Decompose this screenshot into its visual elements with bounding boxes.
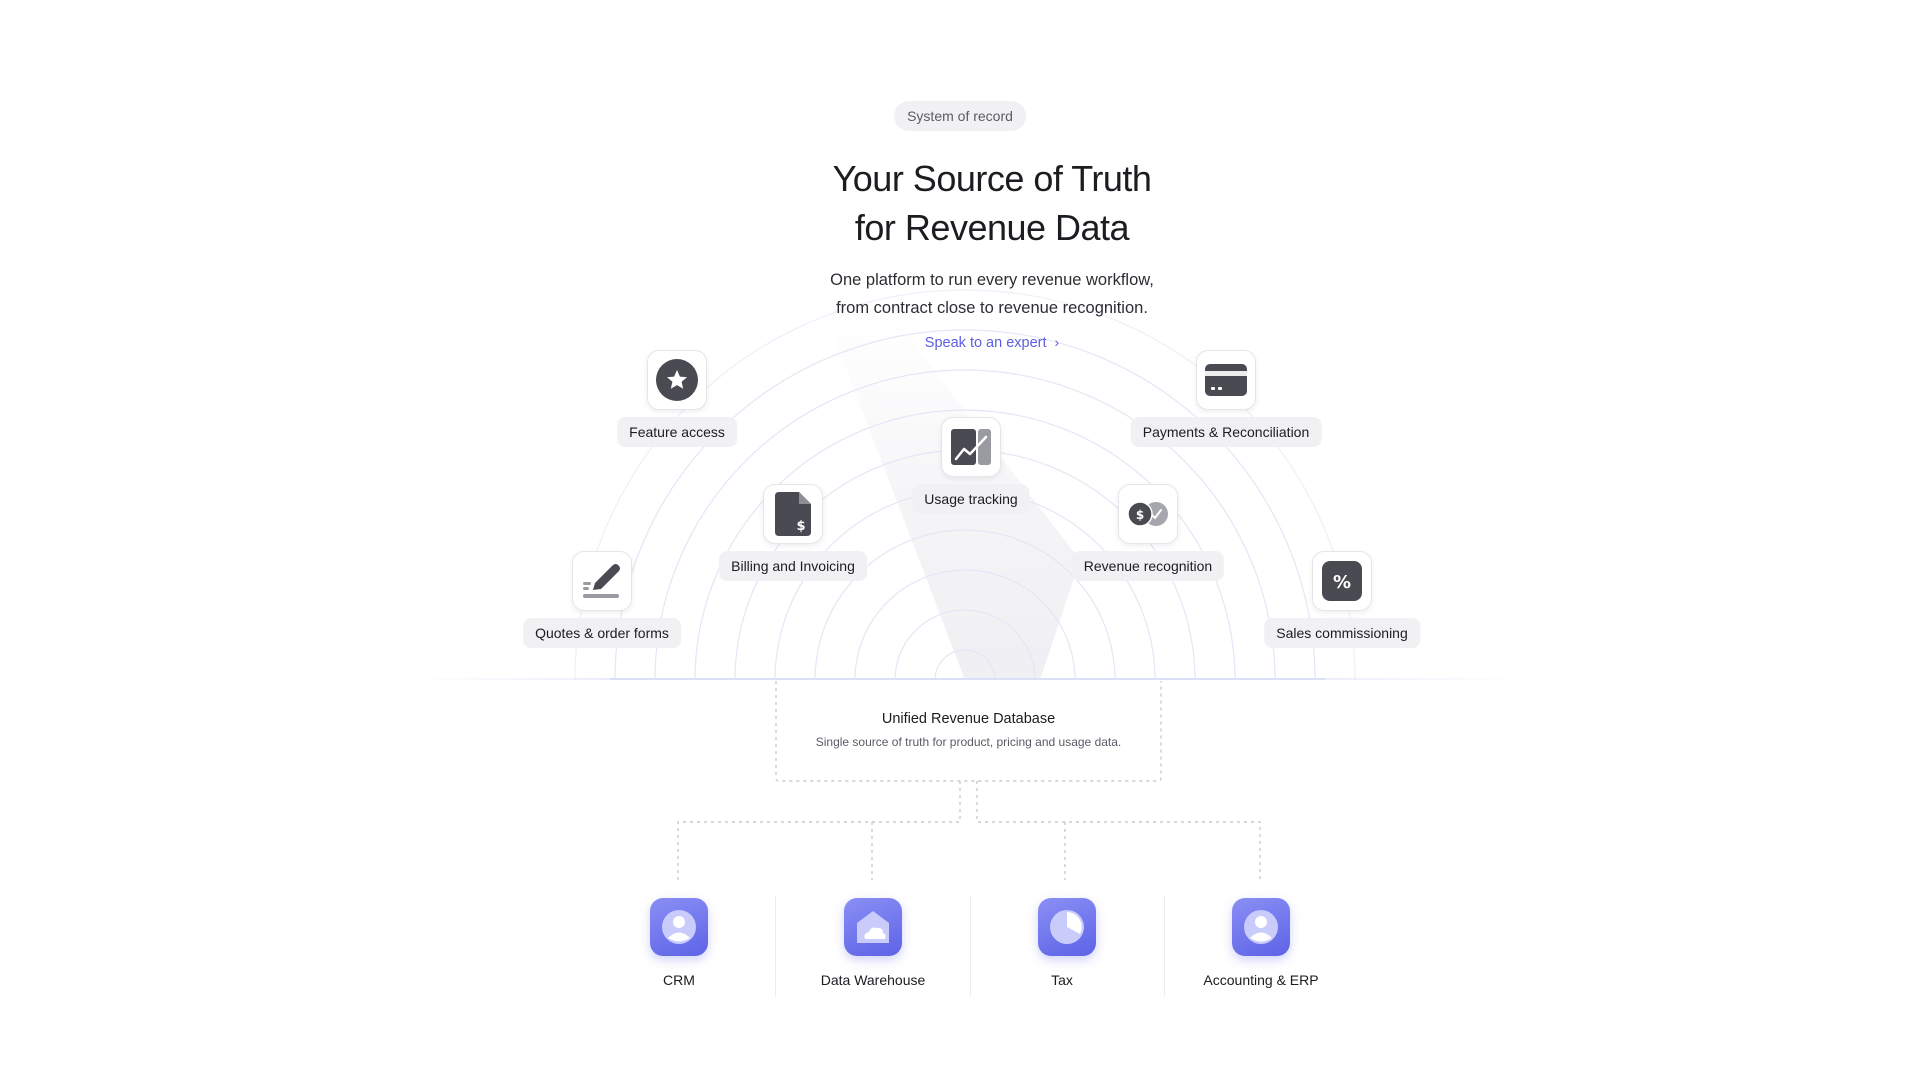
coins-check-icon: $ [1127, 501, 1168, 527]
payments-reconciliation-label: Payments & Reconciliation [1130, 417, 1322, 447]
crm-label: CRM [663, 972, 695, 988]
chevron-right-icon: › [1054, 334, 1060, 350]
credit-card-icon [1205, 364, 1247, 396]
cloud-warehouse-icon [857, 911, 889, 943]
user-icon [662, 910, 696, 944]
star-badge-icon [656, 359, 698, 401]
chart-trend-icon [951, 429, 991, 465]
invoice-document-icon: $ [775, 492, 811, 536]
billing-invoicing-label: Billing and Invoicing [719, 551, 867, 581]
tax-integration-icon[interactable] [1038, 898, 1096, 956]
pie-chart-icon [1050, 910, 1084, 944]
feature-access-label: Feature access [617, 417, 737, 447]
page-title-line-2: for Revenue Data [854, 207, 1130, 248]
database-title: Unified Revenue Database [881, 711, 1056, 727]
quotes-tile[interactable] [572, 551, 632, 611]
tax-label: Tax [1051, 972, 1073, 988]
accounting-erp-label: Accounting & ERP [1203, 972, 1319, 988]
quotes-order-forms-label: Quotes & order forms [523, 618, 681, 648]
section-eyebrow-badge: System of record [894, 101, 1026, 131]
payments-tile[interactable] [1196, 350, 1256, 410]
speak-to-expert-link[interactable]: Speak to an expert › [0, 332, 1920, 353]
data-warehouse-integration-icon[interactable] [844, 898, 902, 956]
billing-tile[interactable]: $ [763, 484, 823, 544]
percent-icon: % [1322, 561, 1362, 601]
svg-text:$: $ [1136, 508, 1144, 522]
svg-text:$: $ [796, 519, 805, 534]
pen-signature-icon [583, 564, 620, 598]
revenue-recognition-tile[interactable]: $ [1118, 484, 1178, 544]
integration-divider [775, 896, 776, 996]
integration-divider [970, 896, 971, 996]
sales-commissioning-label: Sales commissioning [1264, 618, 1420, 648]
database-subtitle: Single source of truth for product, pric… [815, 735, 1122, 749]
data-warehouse-label: Data Warehouse [820, 972, 926, 988]
svg-text:%: % [1333, 572, 1351, 593]
page-subtitle-line-1: One platform to run every revenue workfl… [830, 271, 1154, 289]
page-title: Your Source of Truth for Revenue Data [0, 154, 1920, 252]
speak-to-expert-label[interactable]: Speak to an expert [924, 335, 1047, 351]
sales-commissioning-tile[interactable]: % [1312, 551, 1372, 611]
accounting-erp-integration-icon[interactable] [1232, 898, 1290, 956]
page-subtitle-line-2: from contract close to revenue recogniti… [836, 299, 1148, 317]
unified-revenue-database: Unified Revenue Database Single source o… [776, 681, 1161, 781]
user-icon [1244, 910, 1278, 944]
page-subtitle: One platform to run every revenue workfl… [0, 266, 1920, 322]
integration-divider [1164, 896, 1165, 996]
feature-access-tile[interactable] [647, 350, 707, 410]
crm-integration-icon[interactable] [650, 898, 708, 956]
usage-tracking-label: Usage tracking [912, 484, 1030, 514]
page-title-line-1: Your Source of Truth [832, 158, 1152, 199]
revenue-recognition-label: Revenue recognition [1071, 551, 1225, 581]
usage-tracking-tile[interactable] [941, 417, 1001, 477]
